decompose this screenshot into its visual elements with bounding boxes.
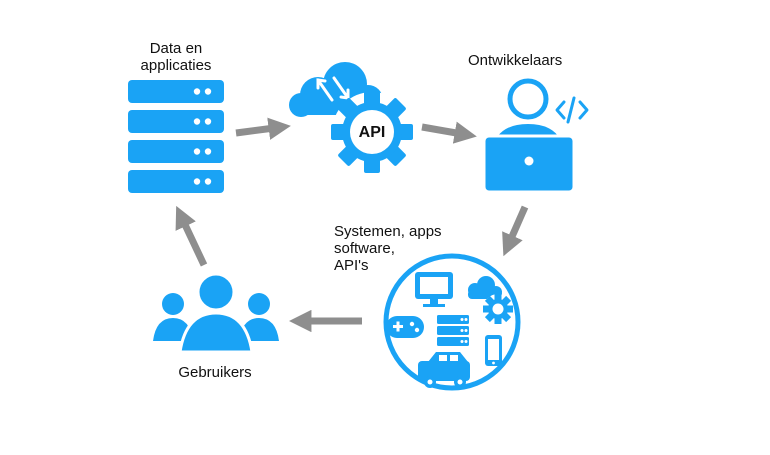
systems-label-line2: software, [334, 240, 395, 257]
phone-icon [485, 335, 502, 366]
users-label: Gebruikers [178, 364, 252, 381]
cloud-gear-icon [289, 62, 413, 173]
monitor-icon [415, 272, 453, 307]
systems-label-line3: API's [334, 257, 369, 274]
arrow-api-to-developers [421, 121, 477, 144]
arrow-data-to-api [235, 117, 291, 140]
devices-circle-icon [383, 253, 521, 391]
systems-label-line1: Systemen, apps [334, 223, 442, 240]
arrow-users-to-data [175, 205, 208, 267]
arrow-developers-to-systems [502, 205, 529, 257]
sync-arrows-icon [316, 76, 350, 102]
gamepad-icon [386, 316, 424, 338]
cloud-gear-small-icon [468, 276, 513, 324]
server-small-icon [437, 315, 469, 346]
developers-label: Ontwikkelaars [468, 52, 563, 69]
api-label: API [358, 124, 386, 141]
developer-laptop-icon [482, 78, 589, 194]
gear-icon [331, 91, 413, 173]
user-group-icon [153, 272, 279, 354]
code-icon [555, 96, 589, 124]
data-label: Data en applicaties [124, 40, 228, 74]
data-label-line1: Data en [149, 40, 203, 57]
server-stack-icon [128, 80, 224, 193]
systems-label: Systemen, apps software, API's [334, 223, 484, 274]
car-icon [418, 352, 470, 388]
data-label-line2: applicaties [140, 57, 212, 74]
